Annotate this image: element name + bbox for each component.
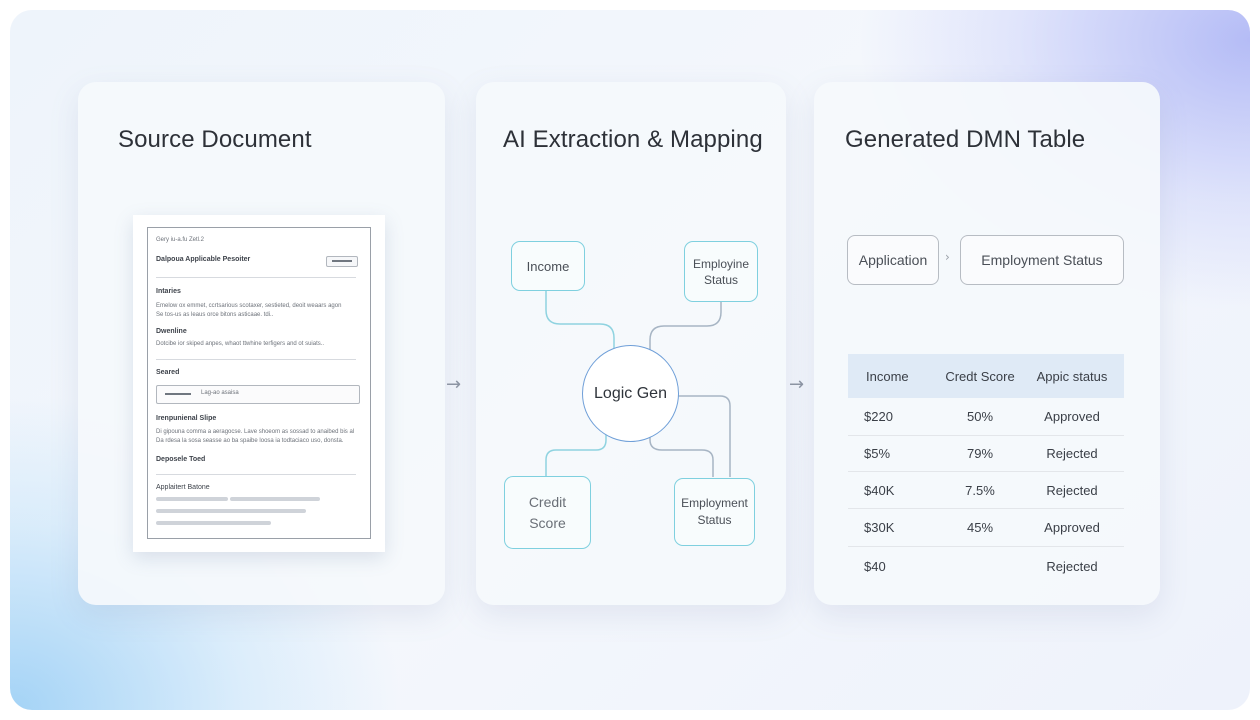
table-header: Income Credt Score Appic status	[848, 354, 1124, 398]
input-application: Application	[847, 235, 939, 285]
column-header: Credt Score	[945, 368, 1015, 384]
canvas-frame: Source Document Gery iu-a.fu Zetl.2 Dalp…	[10, 10, 1250, 710]
table-cell: Approved	[1044, 520, 1100, 535]
document-field: Lag-ao asaisa	[156, 385, 360, 404]
connector-employment-lower	[649, 432, 714, 477]
table-cell: $40K	[864, 482, 895, 498]
section-heading: Seared	[156, 369, 180, 376]
table-row: $40K 7.5% Rejected	[848, 472, 1124, 509]
section-heading: Intaries	[156, 288, 181, 295]
table-cell: Rejected	[1046, 558, 1098, 574]
mapping-connectors	[545, 291, 731, 477]
table-row: $30K 45% Approved	[848, 509, 1124, 547]
dmn-decision-table: Income Credt Score Appic status $220 50%…	[848, 354, 1124, 585]
document-frame: Gery iu-a.fu Zetl.2 Dalpoua Applicable P…	[147, 227, 371, 539]
document-sheet: Gery iu-a.fu Zetl.2 Dalpoua Applicable P…	[133, 215, 385, 552]
section-heading: Irenpunienal Slipe	[156, 415, 217, 422]
column-header: Appic status	[1036, 368, 1108, 384]
placeholder-bar	[230, 497, 320, 501]
input-separator-icon: ›	[945, 250, 950, 264]
table-cell: Rejected	[1046, 482, 1098, 498]
node-employine-status: Employine Status	[684, 241, 758, 302]
source-document-panel: Source Document Gery iu-a.fu Zetl.2 Dalp…	[78, 82, 445, 605]
connector-credit-score	[545, 428, 607, 476]
document-top-line: Gery iu-a.fu Zetl.2	[156, 237, 205, 243]
dmn-title: Generated DMN Table	[845, 126, 1086, 153]
section-text: Da rdesa la sosa seasse ao ba spaibe loo…	[156, 438, 344, 444]
section-text: Se tos-us as leaus orce bitons asticaae.…	[156, 312, 274, 318]
section-heading: Deposele Toed	[156, 456, 206, 463]
placeholder-bar	[156, 497, 228, 501]
table-cell: Rejected	[1046, 446, 1098, 461]
input-employment-status: Employment Status	[960, 235, 1124, 285]
table-cell: $220	[864, 409, 893, 424]
document-field-text: Lag-ao asaisa	[201, 390, 239, 396]
table-row: $40 Rejected	[848, 547, 1124, 585]
section-heading: Dwenline	[156, 328, 187, 335]
table-cell: $5%	[864, 446, 891, 461]
mapping-title: AI Extraction & Mapping	[503, 126, 763, 153]
document-divider	[156, 277, 356, 278]
document-divider	[156, 359, 356, 360]
table-row: $5% 79% Rejected	[848, 436, 1124, 472]
table-cell: 79%	[966, 446, 994, 461]
section-text: Di gipouna comma a aeragocse. Lave shoeo…	[156, 429, 355, 435]
connector-employment-right	[678, 395, 731, 477]
placeholder-bar	[156, 509, 306, 513]
node-credit-score: Credit Score	[504, 476, 591, 549]
table-cell: $40	[864, 558, 886, 574]
source-document-title: Source Document	[118, 126, 312, 153]
flow-arrow-icon: →	[789, 374, 805, 395]
connector-employine-status	[649, 301, 722, 352]
table-cell: 7.5%	[965, 482, 995, 498]
table-cell: 45%	[966, 520, 994, 535]
node-employment-status: Employment Status	[674, 478, 755, 546]
section-text: Dotcibe ior skiped anpes, whaot ttwhine …	[156, 341, 325, 347]
hub-logic-gen: Logic Gen	[582, 345, 679, 442]
node-income: Income	[511, 241, 585, 291]
flow-arrow-icon: →	[446, 374, 462, 395]
placeholder-bar	[156, 521, 271, 525]
table-row: $220 50% Approved	[848, 398, 1124, 436]
dmn-panel: Generated DMN Table Application › Employ…	[814, 82, 1160, 605]
connector-income	[545, 291, 615, 348]
document-title: Dalpoua Applicable Pesoiter	[156, 256, 251, 263]
section-text: Emelow ox emmet, ccrtsarious scotaxer, s…	[156, 303, 342, 309]
mapping-panel: AI Extraction & Mapping Income Employine…	[476, 82, 786, 605]
table-cell: $30K	[864, 520, 895, 535]
table-cell: 50%	[966, 409, 994, 424]
column-header: Income	[866, 368, 909, 384]
section-heading: Applaitert Batone	[156, 484, 210, 491]
document-title-chip	[326, 256, 358, 267]
document-divider	[156, 474, 356, 475]
table-cell: Approved	[1044, 409, 1100, 424]
